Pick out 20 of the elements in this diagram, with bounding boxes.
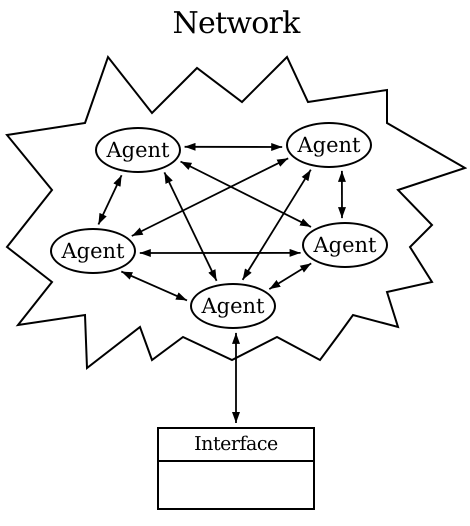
double-headed-arrow	[140, 248, 301, 257]
double-headed-arrow	[338, 170, 346, 218]
double-headed-arrow	[180, 160, 312, 228]
double-headed-arrow	[268, 262, 312, 290]
double-headed-arrow	[242, 169, 312, 280]
double-headed-arrow	[232, 332, 240, 423]
interface-box	[157, 427, 315, 462]
double-headed-arrow	[164, 172, 218, 282]
double-headed-arrow	[184, 142, 282, 151]
double-headed-arrow	[98, 174, 122, 225]
agent-label: Agent	[202, 296, 264, 316]
agent-label: Agent	[298, 134, 360, 156]
empty-compartment	[157, 462, 315, 510]
agent-label: Agent	[106, 140, 170, 160]
interface-label: Interface	[194, 435, 278, 454]
agent-label: Agent	[314, 234, 376, 256]
double-headed-arrow	[131, 158, 289, 237]
network-title: Network	[172, 9, 300, 39]
double-headed-arrow	[120, 270, 188, 302]
agent-label: Agent	[62, 240, 124, 262]
